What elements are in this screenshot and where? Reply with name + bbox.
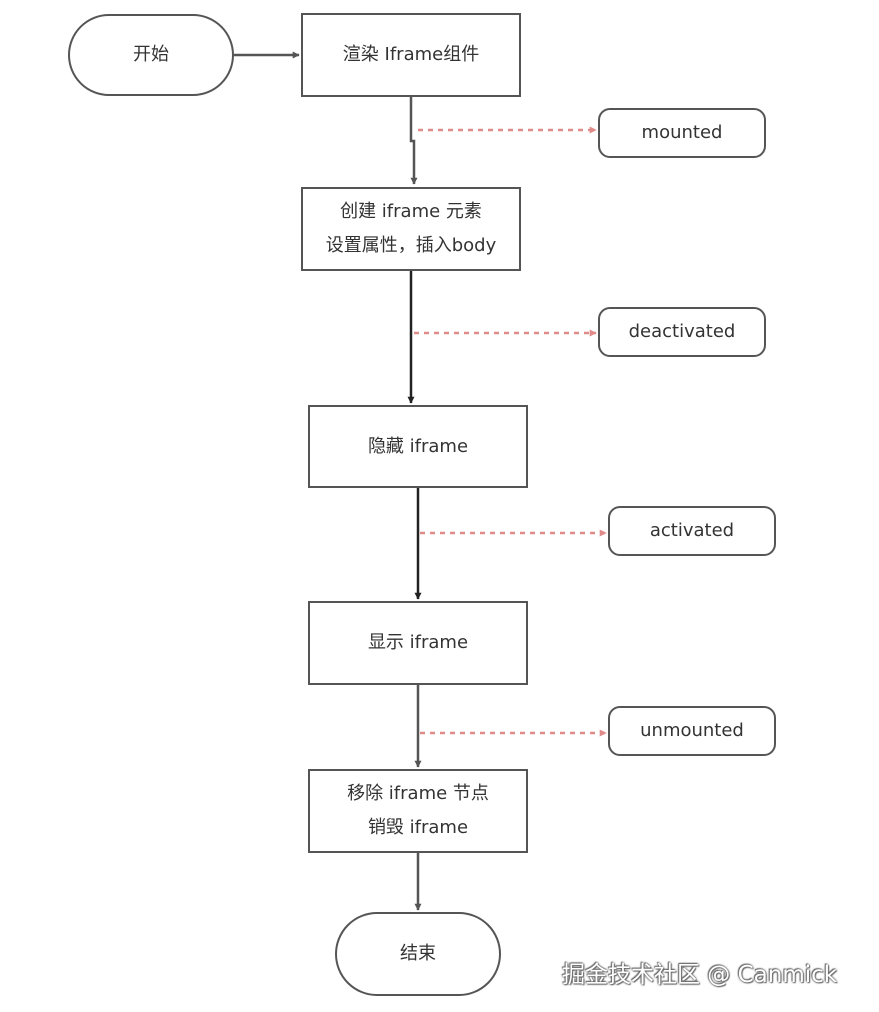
hook-activated-label: activated bbox=[649, 520, 735, 541]
start-label: 开始 bbox=[133, 44, 169, 65]
hook-deactivated-label: deactivated bbox=[628, 321, 736, 342]
render-label: 渲染 Iframe组件 bbox=[342, 44, 480, 65]
end-label: 结束 bbox=[400, 943, 436, 964]
start-node: 开始 bbox=[68, 14, 234, 96]
remove-iframe-node: 移除 iframe 节点 销毁 iframe bbox=[308, 769, 528, 853]
render-iframe-component-node: 渲染 Iframe组件 bbox=[301, 13, 521, 97]
hook-mounted-label: mounted bbox=[641, 122, 723, 143]
create-label-line-2: 设置属性，插入body bbox=[325, 235, 497, 256]
show-iframe-node: 显示 iframe bbox=[308, 601, 528, 685]
arrow-render-to-create bbox=[409, 97, 418, 185]
hook-activated: activated bbox=[608, 506, 776, 556]
end-node: 结束 bbox=[335, 912, 501, 996]
hook-unmounted-label: unmounted bbox=[640, 720, 744, 741]
create-iframe-node: 创建 iframe 元素 设置属性，插入body bbox=[301, 187, 521, 271]
watermark: 掘金技术社区 @ Canmick bbox=[562, 962, 838, 988]
create-label-line-1: 创建 iframe 元素 bbox=[340, 201, 482, 222]
hide-iframe-node: 隐藏 iframe bbox=[308, 405, 528, 488]
hook-unmounted: unmounted bbox=[608, 706, 776, 756]
remove-label-line-1: 移除 iframe 节点 bbox=[347, 783, 489, 804]
hook-mounted: mounted bbox=[598, 108, 766, 158]
hook-deactivated: deactivated bbox=[598, 307, 766, 357]
show-label: 显示 iframe bbox=[367, 632, 469, 653]
remove-label-line-2: 销毁 iframe bbox=[367, 817, 469, 838]
hide-label: 隐藏 iframe bbox=[367, 435, 469, 457]
